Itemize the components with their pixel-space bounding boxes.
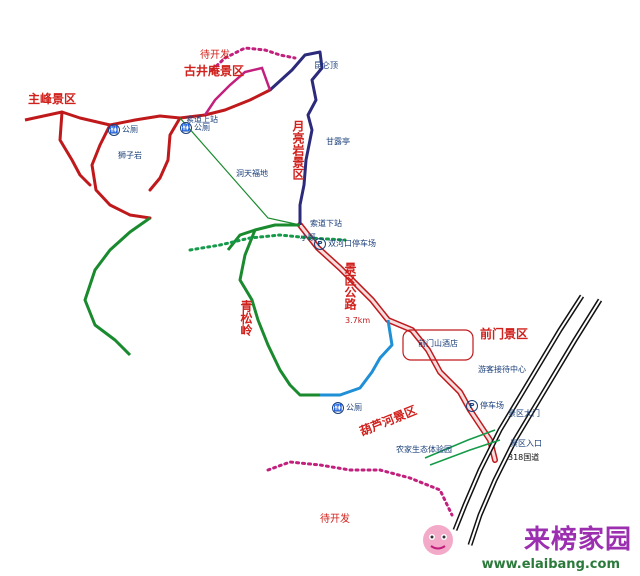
ganlu-label: 甘露亭 [326,137,350,146]
red-trail [58,88,272,220]
qianmen-region-label: 前门景区 [480,327,529,341]
pink-dotted-bottom [266,460,454,517]
shizi-label: 狮子岩 [118,151,142,160]
kunlun-label: 昆仑顶 [314,61,338,70]
toilet-3: 🚻公厕 [332,402,362,414]
new-gate-label: 景区大门 [508,409,540,418]
xiaoti-label: 小蹊 [300,233,316,242]
navy-trail [268,50,324,225]
brand-mascot-icon [423,525,453,555]
visitor-center-label: 游客接待中心 [478,365,526,374]
toilet-2: 🚻公厕 [180,122,210,134]
national-318-label: 318国道 [508,453,540,462]
qingsong-ling-label: 青松岭 [239,300,253,336]
yueliangyan-region-label: 月亮岩景区 [291,120,305,180]
distance-label: 3.7km [345,316,371,325]
green-trail [83,216,320,397]
zhufeng-region-label: 主峰景区 [28,92,77,106]
cable-lower-label: 索道下站 [310,219,342,228]
inn-label: 前门山酒店 [418,339,458,348]
blue-trail [320,319,394,397]
tianwang-label: 洞天福地 [236,169,268,178]
gate-entrance-label: 景区入口 [510,439,542,448]
toilet-1: 🚻公厕 [108,124,138,136]
cable-upper-label: 索道上站 [186,115,218,124]
undeveloped-top-label: 待开发 [200,50,230,61]
gujingan-region-label: 古井庵景区 [184,64,245,78]
nongjia-label: 农家生态体验园 [396,445,452,454]
brand-url: www.elaibang.com [481,557,620,572]
pink-dotted-top [210,46,297,72]
undeveloped-bottom-label: 待开发 [320,514,350,525]
pink-trail-top [203,66,272,116]
scenic-road-label: 景区公路 [343,262,357,310]
brand-name: 来榜家园 [523,525,632,555]
